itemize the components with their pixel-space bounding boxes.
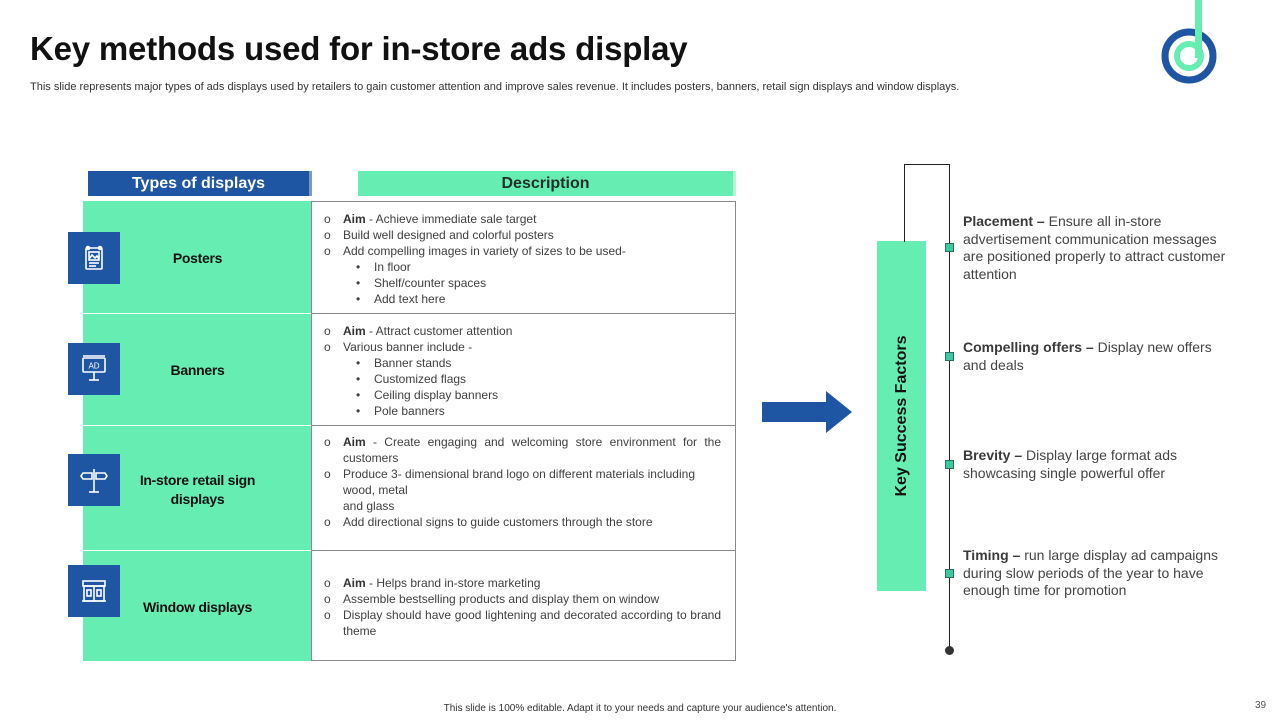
page-title: Key methods used for in-store ads displa…	[30, 30, 688, 67]
footer-note: This slide is 100% editable. Adapt it to…	[443, 703, 837, 714]
svg-text:AD: AD	[88, 362, 99, 371]
timeline-marker	[945, 460, 954, 469]
header-types-of-displays: Types of displays	[88, 171, 312, 196]
types-column	[83, 201, 311, 661]
list-subitem: •Shelf/counter spaces	[356, 276, 487, 290]
row-divider	[83, 425, 311, 426]
list-subitem: •Add text here	[356, 292, 446, 306]
list-continuation: and glass	[343, 499, 395, 513]
brand-logo-icon	[1161, 0, 1217, 84]
page-number: 39	[1255, 700, 1267, 711]
factor-compelling-offers: Compelling offers – Display new offers a…	[963, 339, 1212, 373]
storefront-icon	[68, 565, 120, 617]
signpost-icon	[68, 454, 120, 506]
timeline-bracket	[904, 164, 950, 242]
type-label-posters: Posters	[172, 250, 223, 266]
list-subitem: •Banner stands	[356, 356, 452, 370]
row-divider	[83, 550, 311, 551]
factor-brevity: Brevity – Display large format ads showc…	[963, 447, 1177, 481]
factor-placement: Placement – Ensure all in-store advertis…	[963, 213, 1226, 282]
poster-icon	[68, 232, 120, 284]
row-divider	[83, 313, 311, 314]
type-label-banners: Banners	[170, 362, 225, 378]
key-success-factors-bar: Key Success Factors	[877, 241, 926, 591]
list-continuation: wood, metal	[343, 483, 408, 497]
type-label-retail-sign: In-store retail sign displays	[139, 472, 256, 507]
timeline-end-dot	[945, 646, 954, 655]
right-arrow-icon	[762, 391, 852, 433]
type-label-window-displays: Window displays	[143, 599, 252, 615]
key-success-factors-label: Key Success Factors	[892, 335, 910, 497]
page-subtitle: This slide represents major types of ads…	[30, 81, 960, 93]
list-subitem: •Customized flags	[356, 372, 467, 386]
banner-icon: AD	[68, 343, 120, 395]
timeline-marker	[945, 569, 954, 578]
header-description: Description	[358, 171, 736, 196]
timeline-marker	[945, 352, 954, 361]
list-subitem: •Ceiling display banners	[356, 388, 499, 402]
list-subitem: •In floor	[356, 260, 411, 274]
timeline-line	[949, 164, 950, 651]
factor-timing: Timing – run large display ad campaigns …	[963, 547, 1218, 598]
timeline-marker	[945, 243, 954, 252]
list-subitem: •Pole banners	[356, 404, 445, 418]
